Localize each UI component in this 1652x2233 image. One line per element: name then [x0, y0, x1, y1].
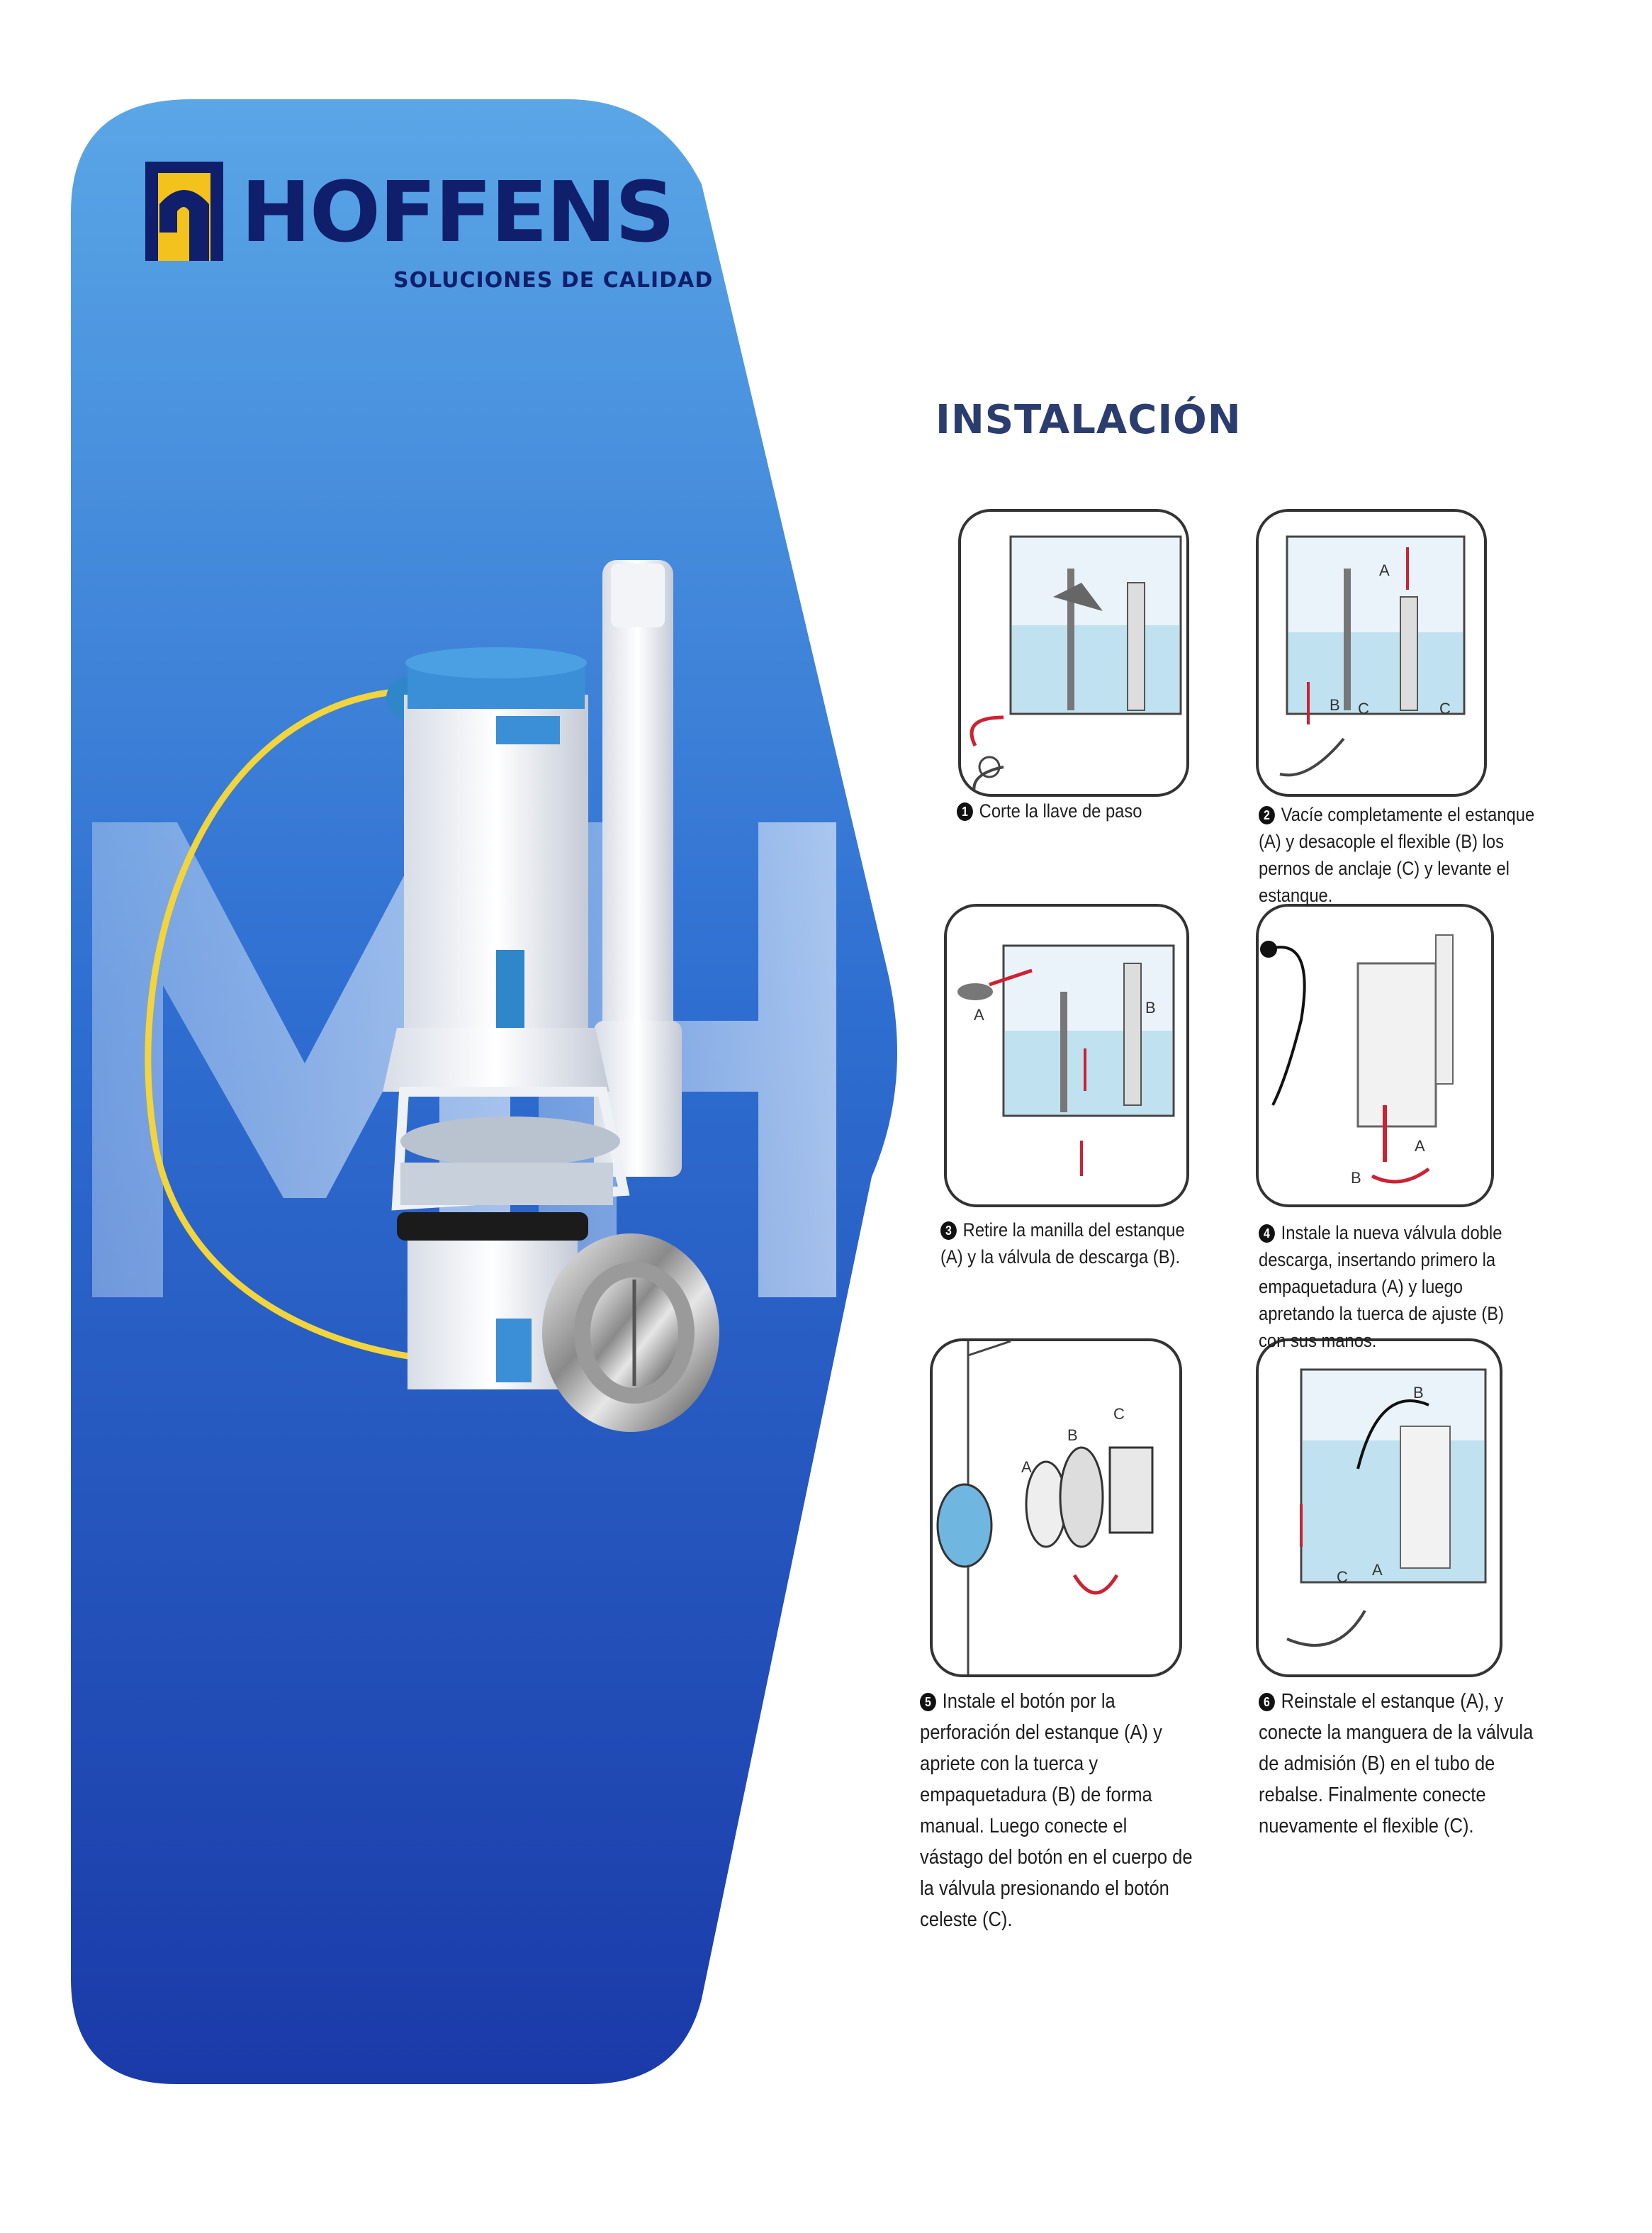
step-2-diagram: A B C C [1256, 509, 1487, 797]
step-6-diagram: B C A [1256, 1338, 1502, 1677]
toilet-tank-diagram-icon: B C A [1286, 1368, 1487, 1647]
svg-text:B: B [1351, 1169, 1361, 1187]
push-button-diagram-icon: A B C [936, 1341, 1154, 1674]
toilet-tank-diagram-icon: A B C C [1279, 535, 1466, 777]
svg-text:A: A [1021, 1458, 1032, 1476]
step-1-number: 1 [957, 802, 973, 821]
toilet-tank-diagram-icon: A B [957, 944, 1175, 1176]
svg-text:B: B [1413, 1384, 1424, 1401]
step-3-number: 3 [940, 1221, 957, 1240]
svg-text:A: A [974, 1006, 984, 1024]
svg-text:C: C [1113, 1405, 1125, 1423]
step-6-number: 6 [1259, 1693, 1275, 1711]
svg-text:B: B [1145, 999, 1156, 1017]
brand-name: HOFFENS [241, 163, 675, 261]
step-2-number: 2 [1259, 806, 1275, 824]
registered-mark: ® [641, 203, 654, 222]
svg-text:B: B [1067, 1426, 1078, 1444]
toilet-tank-diagram-icon [970, 535, 1182, 794]
step-4-diagram: B A [1256, 904, 1494, 1207]
step-3-diagram: A B [944, 904, 1189, 1207]
section-title: INSTALACIÓN [935, 397, 1242, 443]
svg-text:C: C [1439, 700, 1451, 717]
hoffens-logo: HOFFENS ® SOLUCIONES DE CALIDAD [145, 162, 712, 303]
flush-valve-product-icon: B A [1260, 934, 1454, 1187]
hoffens-logo-icon [145, 162, 223, 261]
svg-text:A: A [1379, 561, 1390, 579]
brand-tagline: SOLUCIONES DE CALIDAD [393, 268, 714, 293]
svg-text:A: A [1372, 1561, 1383, 1579]
flush-valve-product-icon [145, 560, 719, 1432]
svg-text:A: A [1415, 1137, 1425, 1155]
step-4-number: 4 [1259, 1224, 1275, 1243]
step-5-diagram: A B C [930, 1338, 1182, 1677]
step-1-diagram [958, 509, 1189, 797]
step-5-number: 5 [920, 1693, 936, 1711]
svg-text:C: C [1358, 700, 1369, 717]
svg-text:B: B [1330, 696, 1340, 714]
svg-text:C: C [1337, 1568, 1348, 1586]
